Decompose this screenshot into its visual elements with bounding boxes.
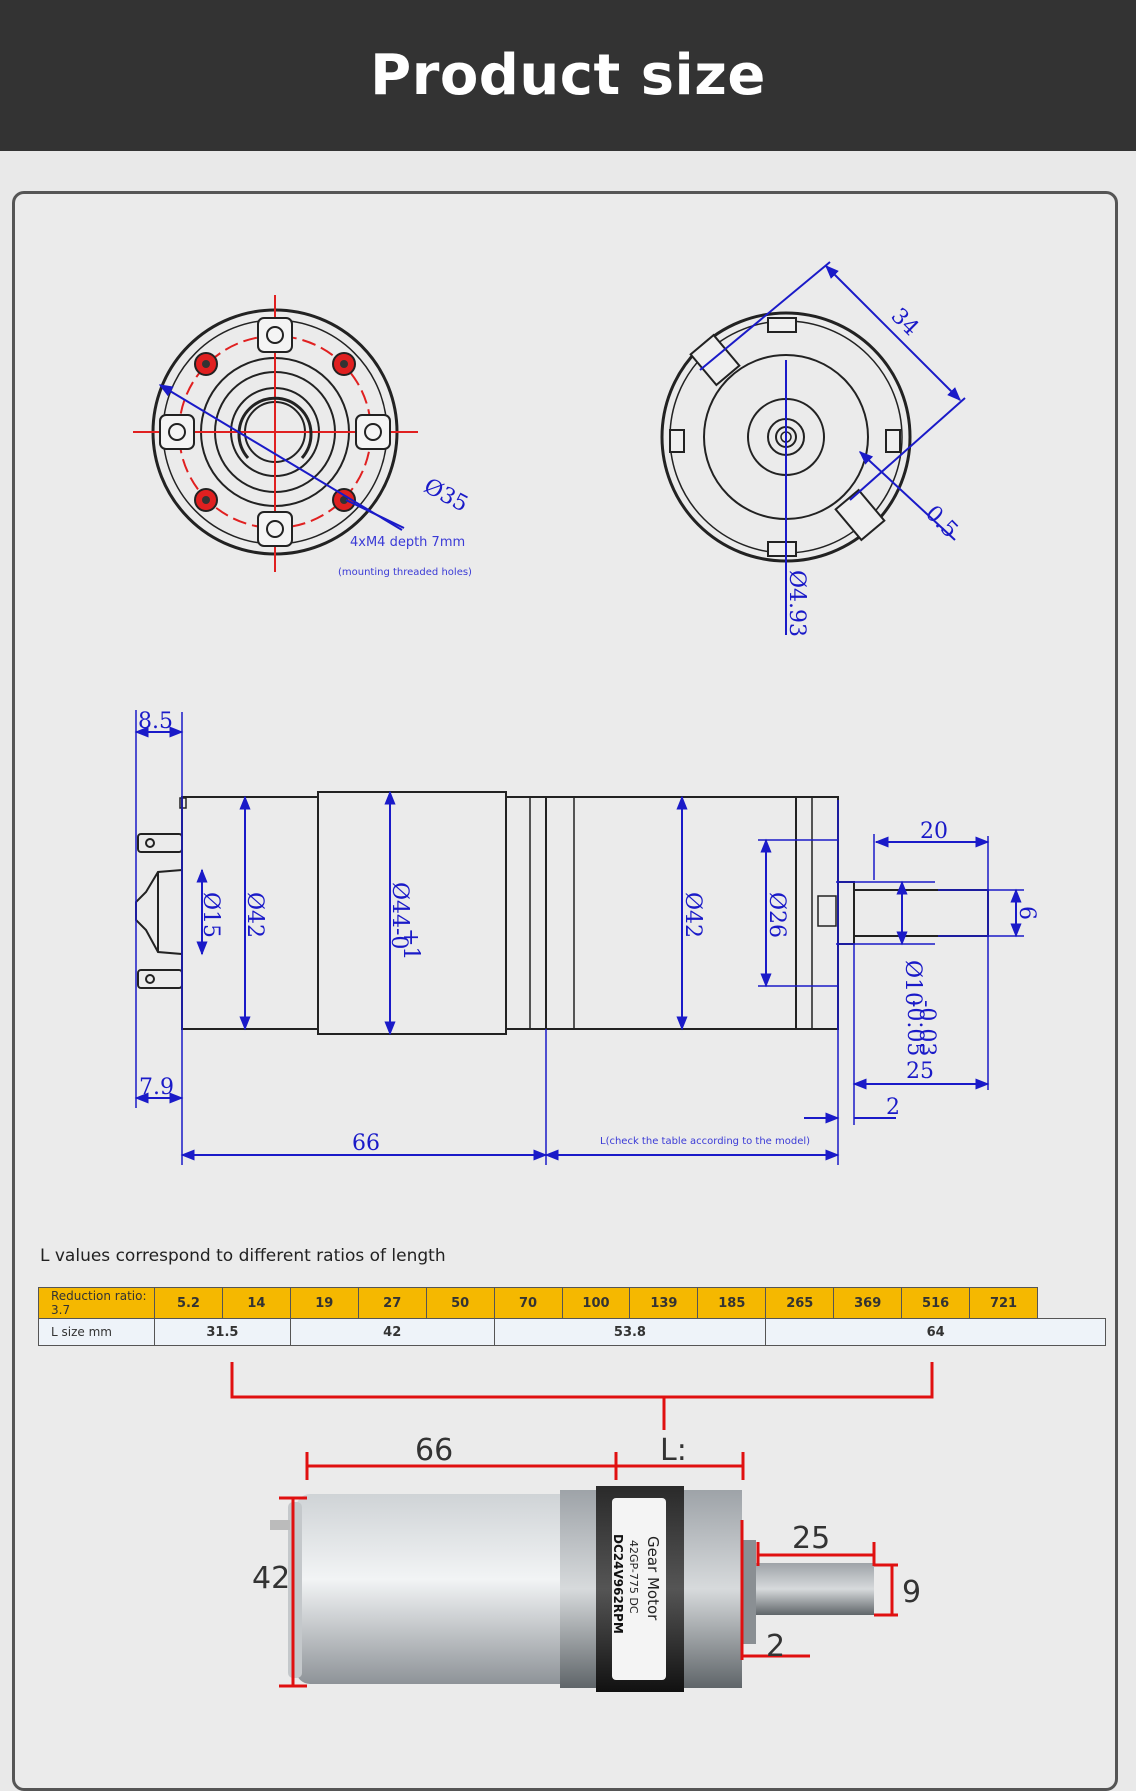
side-dim-42a: Ø42 bbox=[242, 892, 267, 938]
side-dim-42b: Ø42 bbox=[680, 892, 705, 938]
side-dim-25: 25 bbox=[906, 1059, 934, 1084]
ratio-cell: 516 bbox=[901, 1287, 971, 1319]
front-diameter-label: Ø35 bbox=[420, 474, 472, 518]
ratio-cell: 14 bbox=[221, 1287, 291, 1319]
side-dim-20: 20 bbox=[920, 819, 948, 844]
page-title: Product size bbox=[370, 43, 766, 108]
table-caption: L values correspond to different ratios … bbox=[40, 1246, 446, 1266]
size-cell: 64 bbox=[765, 1318, 1106, 1346]
rear-dim-05: 0.5 bbox=[920, 501, 962, 543]
photo-dim-42: 42 bbox=[252, 1561, 290, 1596]
ratio-cell: 70 bbox=[493, 1287, 563, 1319]
header-banner: Product size bbox=[0, 0, 1136, 151]
side-dim-15: Ø15 bbox=[198, 892, 223, 938]
front-view: Ø35 4xM4 depth 7mm (mounting threaded ho… bbox=[133, 295, 472, 578]
ratio-cell: 139 bbox=[629, 1287, 699, 1319]
size-cell: 53.8 bbox=[493, 1318, 767, 1346]
side-dim-10-tol-upper: -0.03 bbox=[914, 1000, 939, 1056]
size-header-cell: L size mm bbox=[38, 1318, 155, 1346]
ratio-cell: 265 bbox=[765, 1287, 835, 1319]
side-dim-2: 2 bbox=[886, 1095, 900, 1120]
side-dim-79: 7.9 bbox=[139, 1075, 174, 1100]
size-cell: 31.5 bbox=[154, 1318, 291, 1346]
photo-dim-25: 25 bbox=[792, 1521, 830, 1556]
photo-dim-9: 9 bbox=[902, 1575, 921, 1610]
holes-note: (mounting threaded holes) bbox=[338, 567, 472, 578]
side-dim-10: Ø10 bbox=[900, 960, 925, 1006]
ratio-cell: 100 bbox=[561, 1287, 631, 1319]
photo-dim-2: 2 bbox=[766, 1629, 785, 1664]
ratio-cell: 50 bbox=[425, 1287, 495, 1319]
side-dim-6: 6 bbox=[1014, 906, 1039, 920]
holes-label: 4xM4 depth 7mm bbox=[350, 535, 465, 550]
photo-dim-66: 66 bbox=[415, 1433, 453, 1468]
size-cell: 42 bbox=[289, 1318, 495, 1346]
side-view: 8.5 7.9 Ø15 Ø42 Ø44 +1 -0 Ø42 Ø26 20 6 Ø… bbox=[134, 709, 1039, 1165]
motor-photo: Gear Motor 42GP-775 DC DC24V962RPM bbox=[230, 1362, 934, 1692]
rear-dim-34: 34 bbox=[886, 304, 923, 341]
ratio-cell: 5.2 bbox=[154, 1287, 223, 1319]
ratio-cell: 19 bbox=[289, 1287, 359, 1319]
photo-dim-L: L: bbox=[660, 1433, 687, 1468]
side-dim-10-tol-lower: -0.05 bbox=[902, 1000, 927, 1056]
photo-label-line1: Gear Motor bbox=[644, 1536, 662, 1621]
side-dim-66: 66 bbox=[352, 1131, 380, 1156]
ratio-header-cell: Reduction ratio: 3.7 bbox=[38, 1287, 155, 1319]
ratio-cell: 721 bbox=[969, 1287, 1038, 1319]
ratio-cell: 369 bbox=[833, 1287, 903, 1319]
side-dim-44: Ø44 bbox=[387, 882, 412, 928]
side-dim-44-tol-minus: -0 bbox=[386, 928, 411, 949]
photo-label-line2: 42GP-775 DC bbox=[627, 1540, 640, 1614]
side-dim-85: 8.5 bbox=[138, 709, 173, 734]
ratio-cell: 27 bbox=[357, 1287, 427, 1319]
photo-label-line3: DC24V962RPM bbox=[611, 1534, 625, 1634]
ratio-cell: 185 bbox=[697, 1287, 767, 1319]
l-note: L(check the table according to the model… bbox=[600, 1136, 810, 1147]
side-dim-44-tol-plus: +1 bbox=[398, 928, 423, 960]
rear-dim-493: Ø4.93 bbox=[784, 570, 809, 637]
side-dim-26: Ø26 bbox=[764, 892, 789, 938]
rear-view: 34 0.5 Ø4.93 bbox=[660, 261, 966, 637]
